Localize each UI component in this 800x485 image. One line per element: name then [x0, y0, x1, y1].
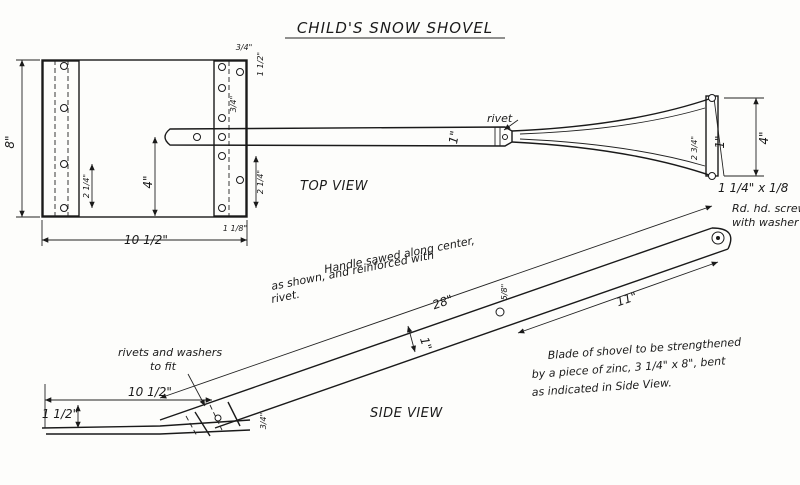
note-handle-3: rivet.	[270, 288, 301, 306]
fork-upper	[511, 97, 713, 132]
note-screw-2: with washer	[732, 216, 800, 229]
dim-side-28: 28"	[431, 292, 455, 312]
handle-top	[164, 126, 513, 147]
hole	[60, 204, 68, 212]
note-handle-2: as shown, and reinforced with	[270, 249, 435, 293]
top-view: 8" 10 1/2" 4" 2 1/4" 2 1/4" 1 1/8" 1 1/2…	[3, 43, 789, 247]
blade-top	[41, 59, 248, 218]
rivet-leader	[503, 119, 519, 131]
hole	[60, 62, 68, 70]
bracket-dash-2	[185, 415, 198, 437]
dim-handle-width: 1"	[446, 130, 462, 145]
bracket-leg	[194, 411, 211, 437]
dim-grip-2-3-4: 2 3/4"	[690, 136, 699, 160]
bracket-leg-2	[227, 401, 241, 427]
note-rivets-1: rivets and washers	[118, 346, 222, 359]
dim-bracket-1-1-8: 1 1/8"	[223, 224, 247, 233]
rivet-hole	[502, 134, 508, 140]
drawing-title: CHILD'S SNOW SHOVEL	[297, 19, 493, 37]
dim-line	[159, 205, 713, 399]
dim-bracket-3-4: 3/4"	[236, 43, 253, 52]
fork-lower-inner	[519, 138, 706, 167]
dim-blade-width: 10 1/2"	[124, 233, 168, 247]
hole	[60, 160, 68, 168]
dim-bracket-1-1-2: 1 1/2"	[256, 52, 265, 76]
hole	[218, 204, 226, 212]
hole	[218, 84, 226, 92]
dim-side-11: 11"	[615, 289, 639, 309]
hole	[708, 172, 716, 180]
dim-grip-stock: 1 1/4" x 1/8	[718, 181, 789, 195]
label-top-view: TOP VIEW	[300, 179, 369, 194]
dim-side-5-8: 5/8"	[500, 284, 509, 301]
rivets-leader	[187, 373, 206, 407]
fork-upper-inner	[519, 107, 706, 135]
dim-bracket-3-4-mid: 3/4"	[229, 96, 238, 113]
dim-side-10-1-2: 10 1/2"	[128, 385, 172, 399]
note-blade-3: as indicated in Side View.	[531, 376, 672, 399]
hole	[214, 414, 222, 422]
dim-side-1: 1"	[417, 335, 435, 352]
fork-lower	[511, 141, 713, 177]
hole	[60, 104, 68, 112]
dim-side-1-1-2: 1 1/2"	[42, 407, 78, 421]
dim-grip-1: 1"	[713, 135, 727, 148]
blade-side-lower	[46, 429, 251, 435]
label-side-view: SIDE VIEW	[370, 406, 443, 421]
hole	[218, 114, 226, 122]
handle-end	[711, 227, 732, 250]
hole	[708, 94, 716, 102]
dim-grip-4: 4"	[757, 131, 771, 144]
dim-line	[517, 261, 719, 334]
hole	[218, 133, 226, 141]
hole	[218, 63, 226, 71]
note-screw-1: Rd. hd. screw	[732, 202, 800, 215]
dim-bracket-2-1-4-right: 2 1/4"	[256, 170, 265, 194]
hole	[236, 176, 244, 184]
dim-line	[407, 325, 416, 353]
blade-fold-strip	[42, 60, 80, 217]
dim-bracket-2-1-4-left: 2 1/4"	[82, 174, 91, 198]
dim-side-3-4: 3/4"	[259, 413, 268, 430]
hole	[218, 152, 226, 160]
bracket-dash	[209, 404, 223, 431]
blade-side	[41, 419, 251, 429]
hole	[193, 133, 201, 141]
grip-bar-edge	[713, 97, 725, 177]
dim-blade-height: 8"	[3, 135, 17, 148]
screw-center	[716, 236, 720, 240]
note-rivets-2: to fit	[150, 360, 177, 373]
hole	[236, 68, 244, 76]
label-rivet: rivet	[487, 112, 513, 125]
rivet-side	[495, 307, 505, 317]
dim-bracket-4: 4"	[141, 175, 155, 188]
